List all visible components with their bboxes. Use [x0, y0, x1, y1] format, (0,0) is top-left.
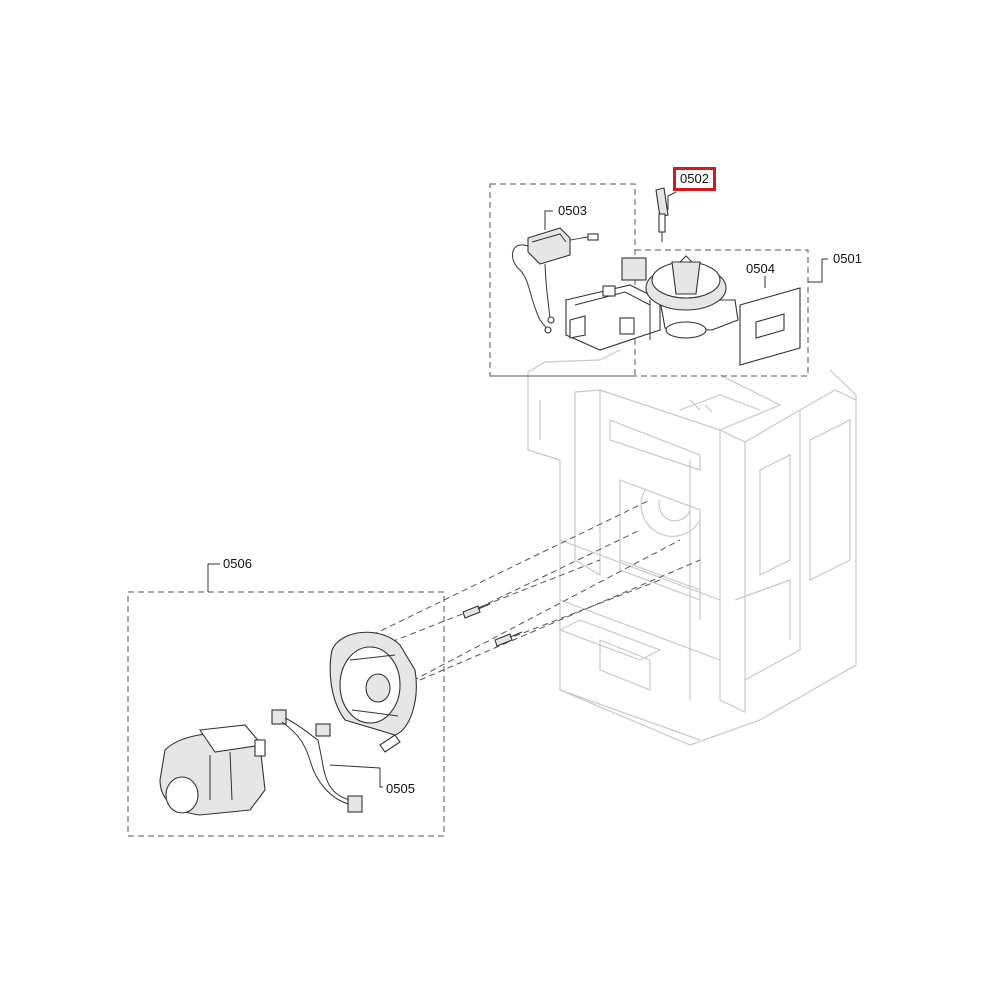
- screws: [462, 603, 523, 647]
- part-0505-cable: [271, 709, 363, 813]
- part-motor-cover: [159, 724, 266, 816]
- part-fan-housing: [329, 631, 417, 753]
- part-0504-plate: [739, 287, 801, 366]
- part-0503-coil: [512, 227, 599, 334]
- callout-0506[interactable]: 0506: [223, 556, 252, 571]
- callout-0504[interactable]: 0504: [746, 261, 775, 276]
- callout-0505[interactable]: 0505: [386, 781, 415, 796]
- callout-0502[interactable]: 0502: [673, 167, 716, 191]
- leader-lines: [207, 191, 828, 788]
- part-0502-pin: [655, 187, 669, 242]
- machine-frame: [527, 349, 857, 746]
- callout-0501[interactable]: 0501: [833, 251, 862, 266]
- part-0501-module: [565, 255, 739, 351]
- callout-0503[interactable]: 0503: [558, 203, 587, 218]
